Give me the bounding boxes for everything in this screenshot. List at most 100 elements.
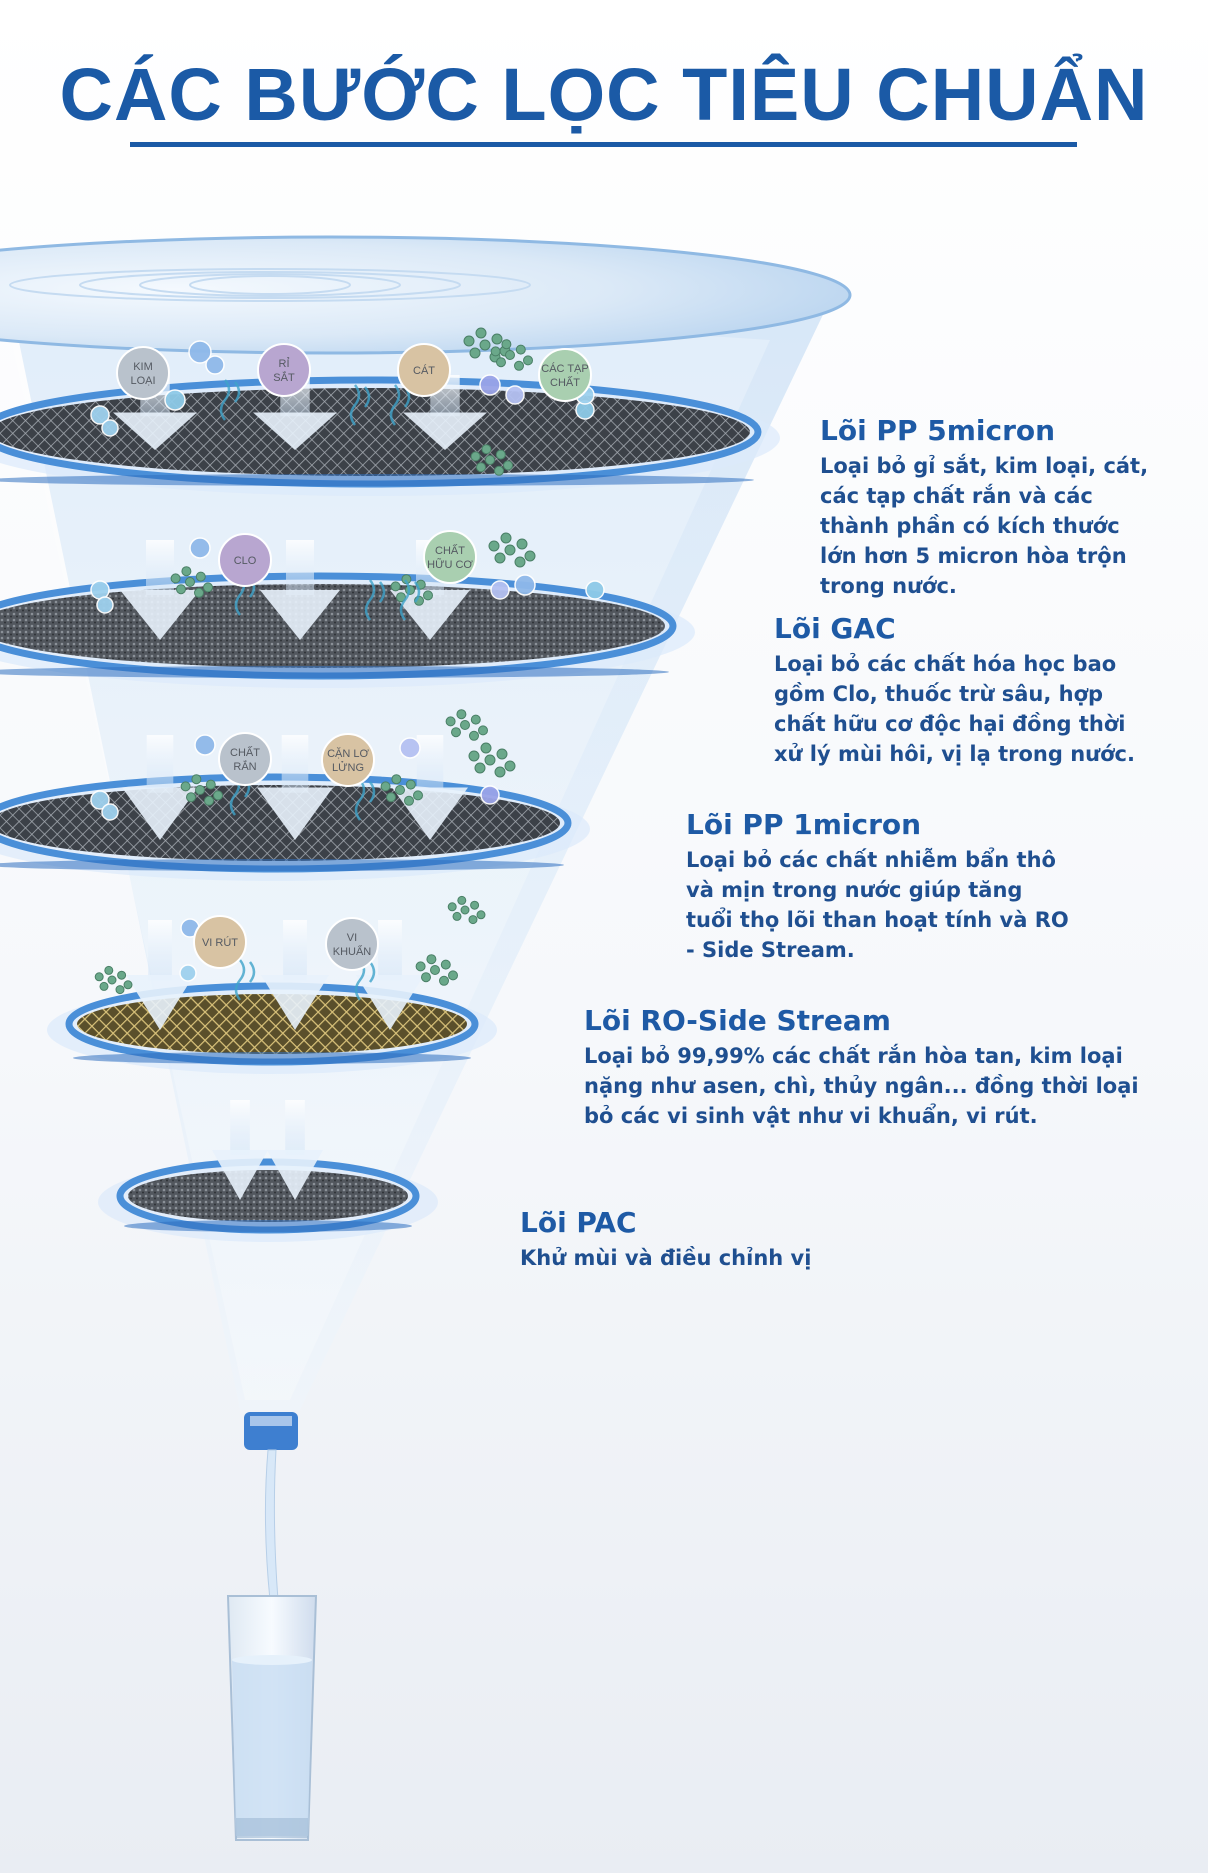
bacteria-cluster	[170, 566, 213, 598]
flow-arrow-shaft	[285, 1100, 305, 1155]
bacteria-cluster	[447, 895, 486, 925]
bacteria-cell	[470, 451, 481, 462]
water-glass	[226, 1595, 318, 1841]
bacteria-cell	[494, 465, 504, 476]
flow-arrow-head	[260, 590, 340, 640]
particle-label: KHUẨN	[333, 945, 372, 958]
bacteria-cell	[504, 760, 516, 772]
particle-circle	[423, 530, 477, 584]
bacteria-cell	[481, 444, 492, 455]
particle-circle	[193, 915, 247, 969]
stage-4-text: Loại bỏ 99,99% các chất rắn hòa tan, kim…	[584, 1044, 1139, 1128]
flow-arrow-head	[257, 787, 333, 840]
stage-3-description: Lõi PP 1micron Loại bỏ các chất nhiễm bẩ…	[686, 808, 1074, 965]
flow-arrow-shaft	[378, 920, 402, 981]
flow-arrow	[212, 1100, 268, 1200]
particle-circle	[325, 917, 379, 971]
glass-base	[236, 1818, 308, 1838]
bacteria-cell	[494, 552, 506, 564]
filter-disc-pac	[98, 1158, 438, 1242]
bacteria-cell	[476, 462, 486, 473]
stage-2-name: Lõi GAC	[774, 612, 896, 645]
particle-circle	[397, 343, 451, 397]
stage-5-name: Lõi PAC	[520, 1206, 637, 1239]
bacteria-cell	[181, 566, 192, 577]
bacteria-cell	[495, 449, 506, 460]
bacteria-cell	[452, 911, 462, 921]
disc-mesh	[0, 388, 750, 476]
stage-4-name: Lõi RO-Side Stream	[584, 1004, 891, 1037]
water-bubble	[96, 596, 114, 614]
bacteria-cell	[445, 716, 456, 727]
bacteria-cluster	[94, 965, 133, 995]
flow-arrow-head	[120, 590, 200, 640]
disc-edge	[0, 859, 564, 871]
flow-arrow-head	[390, 590, 470, 640]
bacteria-cell	[94, 972, 104, 982]
bacteria-cell	[480, 742, 492, 754]
bacteria-cell	[191, 774, 202, 785]
bacteria-cell	[478, 725, 488, 736]
bacteria-cell	[115, 985, 125, 995]
flow-arrow-shaft	[230, 1100, 250, 1155]
bacteria-cell	[470, 714, 481, 725]
flow-arrow	[260, 540, 340, 640]
particle-circle	[321, 733, 375, 787]
bacteria-cell	[460, 720, 470, 730]
flow-arrow-head	[253, 412, 337, 450]
bacteria-cell	[404, 795, 414, 806]
water-bubble	[101, 803, 119, 821]
water-bubble	[585, 580, 605, 600]
particle-circle	[257, 343, 311, 397]
bacteria-cell	[99, 981, 109, 991]
bacteria-cell	[405, 779, 416, 790]
particle-label: CÁT	[413, 364, 435, 377]
water-ripple	[139, 273, 401, 297]
flow-arrow-head	[356, 975, 424, 1030]
water-bubble	[205, 355, 225, 375]
page-title: CÁC BƯỚC LỌC TIÊU CHUẨN	[59, 53, 1149, 136]
contaminant-particle: CÁT	[397, 343, 451, 397]
bacteria-cell	[476, 910, 486, 920]
water-bubble	[90, 580, 110, 600]
flow-arrow	[126, 920, 194, 1030]
flow-arrow-head	[122, 787, 198, 840]
stage-5-description: Lõi PAC Khử mùi và điều chỉnh vị	[520, 1206, 920, 1273]
stage-3-name: Lõi PP 1micron	[686, 808, 922, 841]
water-stream	[264, 1449, 279, 1601]
bacteria-cell	[176, 584, 186, 595]
bacteria-cell	[524, 550, 536, 562]
bacteria-cell	[523, 355, 533, 366]
water-bubble	[194, 734, 216, 756]
flow-arrow-shaft	[281, 735, 309, 793]
water-bubble	[490, 580, 510, 600]
disc-edge	[73, 1052, 471, 1064]
title-underline	[130, 142, 1077, 147]
bacteria-cell	[447, 902, 457, 912]
flow-arrow-head	[212, 1150, 268, 1200]
contaminant-particle: VI RÚT	[193, 915, 247, 969]
bacteria-cell	[395, 785, 405, 795]
water-bubble	[188, 340, 212, 364]
bacteria-cluster	[380, 774, 423, 806]
flow-arrow-shaft	[286, 540, 314, 595]
bacteria-cell	[514, 360, 524, 371]
flow-arrow	[261, 920, 329, 1030]
bacteria-cell	[413, 790, 423, 801]
water-bubble	[164, 389, 186, 411]
bacteria-cell	[451, 727, 461, 738]
disc-edge	[124, 1220, 412, 1232]
flow-arrow-head	[113, 412, 197, 450]
bacteria-cell	[205, 779, 216, 790]
particle-label: RẮN	[233, 760, 256, 773]
bacteria-cell	[203, 582, 213, 593]
particle-circle	[116, 346, 170, 400]
stage-1-description: Lõi PP 5micron Loại bỏ gỉ sắt, kim loại,…	[820, 414, 1160, 601]
bacteria-cell	[170, 573, 181, 584]
bacteria-cell	[391, 774, 402, 785]
flow-arrow-shaft	[416, 735, 444, 793]
disc-edge	[0, 666, 669, 678]
